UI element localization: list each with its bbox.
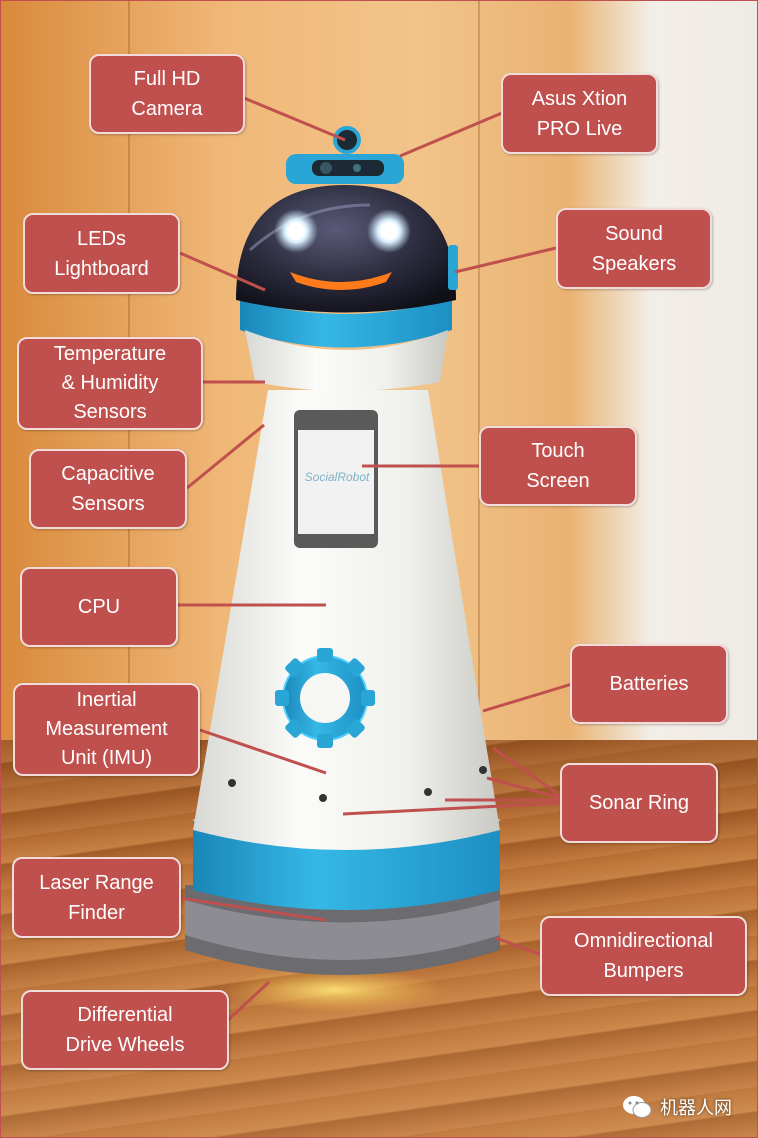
leader-line-sonar-1 <box>342 801 562 816</box>
label-touch-screen: Touch Screen <box>479 426 637 506</box>
leader-line-laser <box>179 896 326 922</box>
leader-line-camera <box>243 96 346 142</box>
label-differential-drive-wheels: Differential Drive Wheels <box>21 990 229 1070</box>
wall-seam <box>478 0 480 760</box>
leader-line-wheels <box>226 980 271 1022</box>
robot-body <box>193 390 500 850</box>
label-laser-range-finder: Laser Range Finder <box>12 857 181 938</box>
touch-screen-display <box>298 430 374 534</box>
label-sound-speakers: Sound Speakers <box>556 208 712 289</box>
leader-line-capacitive <box>186 423 265 490</box>
label-full-hd-camera: Full HD Camera <box>89 54 245 134</box>
leader-line-speakers <box>454 246 557 274</box>
led-mouth <box>290 272 392 290</box>
leader-line-sonar-3 <box>486 776 562 800</box>
label-temperature-humidity: Temperature & Humidity Sensors <box>17 337 203 430</box>
label-capacitive-sensors: Capacitive Sensors <box>29 449 187 529</box>
watermark: 机器人网 <box>622 1090 732 1124</box>
leader-line-batteries <box>482 682 573 713</box>
leader-line-leds <box>179 251 266 292</box>
neck-ring <box>240 298 452 348</box>
label-imu: Inertial Measurement Unit (IMU) <box>13 683 200 776</box>
sonar-sensor <box>479 766 487 774</box>
leader-line-bumpers <box>495 936 543 957</box>
speaker-grille <box>448 245 458 290</box>
hd-camera-lens <box>333 126 361 154</box>
underglow-light <box>225 968 445 1012</box>
screen-logo: SocialRobot <box>304 470 370 484</box>
label-asus-xtion: Asus Xtion PRO Live <box>501 73 658 154</box>
watermark-text: 机器人网 <box>660 1098 732 1118</box>
sonar-sensor <box>424 788 432 796</box>
gear-button <box>275 648 375 748</box>
label-sonar-ring: Sonar Ring <box>560 763 718 843</box>
label-cpu: CPU <box>20 567 178 647</box>
sonar-sensor <box>319 794 327 802</box>
label-batteries: Batteries <box>570 644 728 724</box>
leader-line-sonar-4 <box>492 746 562 798</box>
leader-line-imu <box>199 728 327 775</box>
label-omnidirectional-bumpers: Omnidirectional Bumpers <box>540 916 747 996</box>
label-leds-lightboard: LEDs Lightboard <box>23 213 180 294</box>
sonar-sensor <box>228 779 236 787</box>
leader-line-xtion <box>399 111 503 158</box>
wechat-icon <box>623 1096 652 1118</box>
